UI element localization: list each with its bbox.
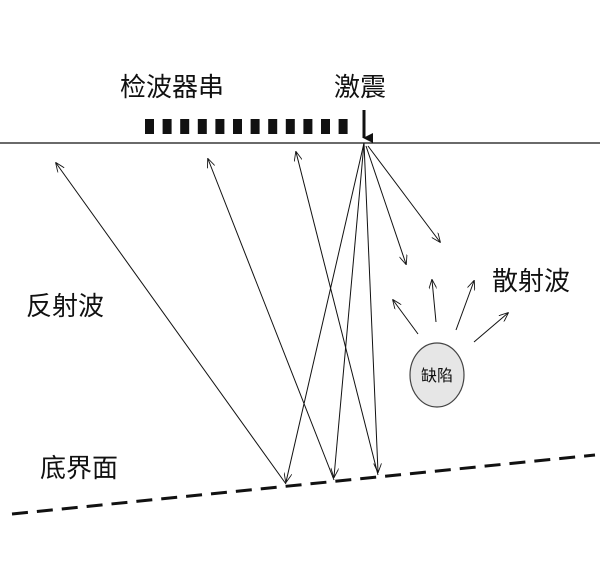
defect-shape xyxy=(409,342,465,408)
incident-rays xyxy=(286,142,378,482)
scattered-ray xyxy=(393,300,419,335)
geophone-block xyxy=(215,119,225,134)
geophone-block xyxy=(268,119,278,134)
reflected-ray xyxy=(56,163,287,485)
incident-ray xyxy=(363,142,378,472)
source-ray xyxy=(367,145,440,242)
reflected-rays xyxy=(56,152,379,485)
geophone-block xyxy=(250,119,260,134)
source-to-defect-rays xyxy=(365,145,440,264)
geophone-string xyxy=(145,119,348,134)
scattered-ray xyxy=(432,280,436,323)
scattered-wave-label: 散射波 xyxy=(492,267,570,297)
defect-label: 缺陷 xyxy=(421,366,453,385)
bottom-interface-line xyxy=(11,453,596,516)
source-label: 激震 xyxy=(334,73,386,103)
scattered-rays xyxy=(393,280,508,343)
geophone-block xyxy=(162,119,172,134)
geophone-block xyxy=(285,119,295,134)
geophone-block xyxy=(145,119,154,134)
scattered-ray xyxy=(455,281,474,331)
reflected-wave-label: 反射波 xyxy=(26,292,104,322)
reflected-ray xyxy=(208,159,335,481)
geophone-block xyxy=(197,119,207,134)
incident-ray xyxy=(286,142,365,482)
source-ray xyxy=(365,145,406,264)
scattered-ray xyxy=(473,313,508,343)
reflected-ray xyxy=(296,152,379,476)
geophone-block xyxy=(303,119,313,134)
geophone-block xyxy=(321,119,330,134)
geophone-block xyxy=(233,119,242,134)
incident-ray xyxy=(334,142,365,477)
geophone-block xyxy=(338,119,348,134)
geophone-block xyxy=(180,119,190,134)
bottom-interface-label: 底界面 xyxy=(40,454,118,484)
geophone-string-label: 检波器串 xyxy=(120,73,224,103)
